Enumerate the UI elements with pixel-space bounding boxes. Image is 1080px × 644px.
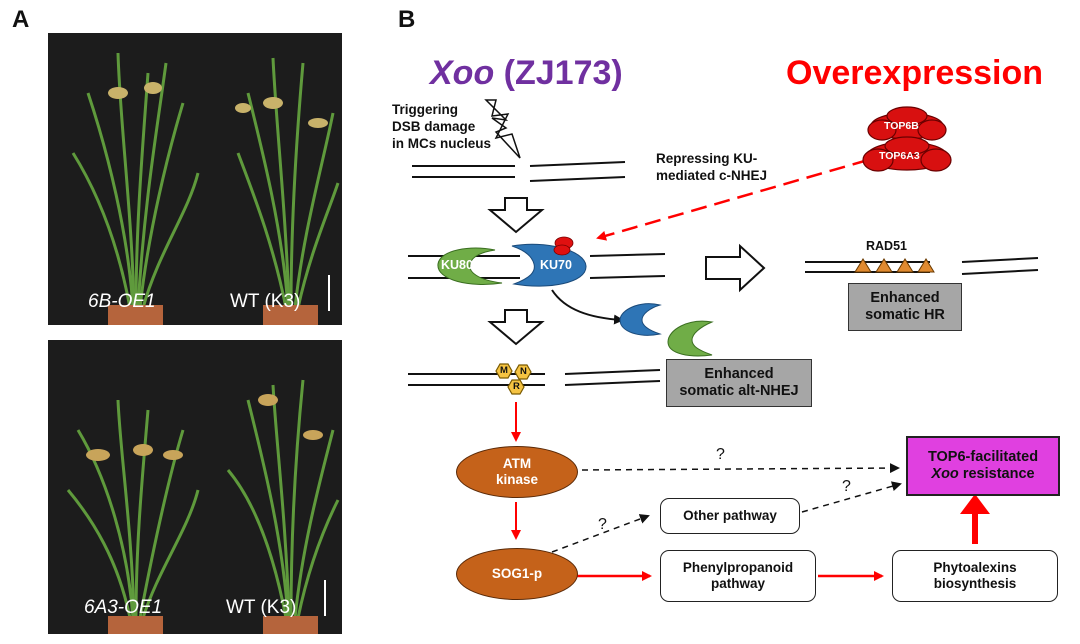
panel-a-label: A <box>12 6 30 33</box>
ku80-released <box>667 320 714 357</box>
right-arrow-icon <box>705 243 766 293</box>
question-mark-2: ? <box>842 478 851 495</box>
photo-label-wt-bottom: WT (K3) <box>226 597 297 618</box>
overexpression-title: Overexpression <box>786 54 1044 92</box>
mrn-m-label: M <box>500 365 508 376</box>
panel-b-label: B <box>398 6 416 33</box>
rad51-label: RAD51 <box>866 239 907 253</box>
rice-plants-image <box>48 33 342 325</box>
scale-bar-top <box>328 275 330 311</box>
top6-bound-icon <box>553 236 574 256</box>
ku70-label: KU70 <box>540 258 572 272</box>
photo-label-6b-oe1: 6B-OE1 <box>88 291 156 312</box>
pathogen-title: Xoo (ZJ173) <box>430 54 623 92</box>
repress-text: Repressing KU-mediated c-NHEJ <box>656 151 768 183</box>
rad51-filament <box>854 258 935 273</box>
mrn-n-label: N <box>520 366 527 377</box>
dashed-atm-result <box>581 463 900 474</box>
plant-photo-6a3: 6A3-OE1 WT (K3) <box>48 340 342 634</box>
top6b-label: TOP6B <box>884 120 919 132</box>
dsb-dna <box>412 161 626 182</box>
lightning-icon <box>484 99 521 159</box>
top6-cloud-icon <box>862 106 952 172</box>
mrn-r-label: R <box>513 381 520 392</box>
photo-label-6a3-oe1: 6A3-OE1 <box>84 597 163 618</box>
rice-plants-image <box>48 340 342 634</box>
down-arrow-icon <box>487 309 545 346</box>
mrn-complex-icon <box>495 363 532 395</box>
question-mark-1: ? <box>716 446 725 463</box>
plant-photo-6b: 6B-OE1 WT (K3) <box>48 33 342 325</box>
ku70-shape <box>511 243 587 287</box>
release-arrow <box>551 289 624 325</box>
sog1-node: SOG1-p <box>456 548 578 600</box>
ku70-released <box>619 303 662 336</box>
dashed-other-result <box>801 481 902 513</box>
ku80-label: KU80 <box>441 258 473 272</box>
ku80-shape <box>437 247 503 285</box>
scale-bar-bottom <box>324 580 326 616</box>
down-arrow-icon <box>487 197 545 234</box>
top6a3-label: TOP6A3 <box>879 150 920 162</box>
question-mark-3: ? <box>598 516 607 533</box>
result-box: TOP6-facilitated Xoo resistance <box>906 436 1060 496</box>
other-pathway-box: Other pathway <box>660 498 800 534</box>
photo-label-wt-top: WT (K3) <box>230 291 301 312</box>
